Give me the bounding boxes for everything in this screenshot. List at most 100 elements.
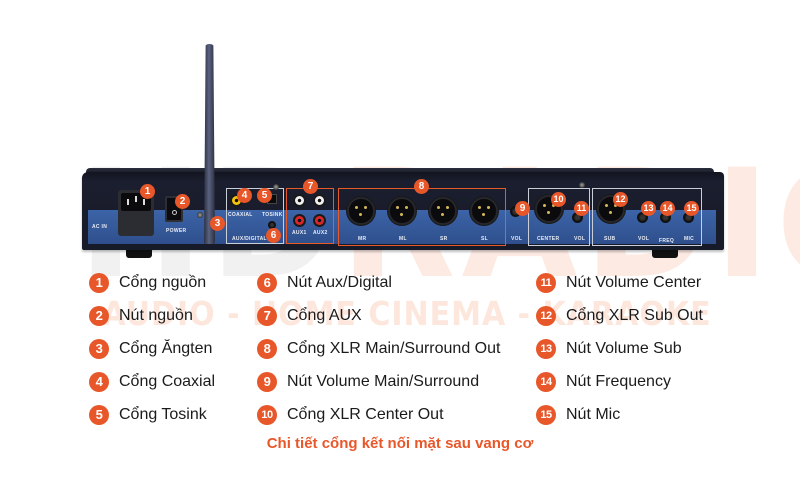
legend-item: 4 Cổng Coaxial bbox=[89, 365, 215, 398]
antenna bbox=[204, 44, 215, 244]
legend-number: 8 bbox=[257, 338, 277, 359]
screw bbox=[579, 182, 585, 188]
legend-label: Cổng nguồn bbox=[119, 273, 207, 291]
label-sub: SUB bbox=[604, 236, 616, 242]
legend-item: 5 Cổng Tosink bbox=[89, 398, 215, 431]
legend-number: 12 bbox=[536, 305, 556, 326]
legend-number: 9 bbox=[257, 371, 277, 392]
legend-label: Cổng XLR Main/Surround Out bbox=[287, 339, 501, 357]
callout-14: 14 bbox=[660, 201, 675, 216]
label-coaxial: COAXIAL bbox=[228, 212, 253, 218]
legend-number: 14 bbox=[536, 371, 556, 392]
sub-output-group bbox=[592, 188, 702, 246]
label-aux1: AUX1 bbox=[292, 230, 307, 236]
aux1-rca-white bbox=[293, 194, 306, 207]
legend-number: 11 bbox=[536, 272, 556, 293]
callout-15: 15 bbox=[684, 201, 699, 216]
legend-item: 2 Nút nguồn bbox=[89, 299, 215, 332]
legend-item: 3 Cổng Ăngten bbox=[89, 332, 215, 365]
legend-number: 4 bbox=[89, 371, 109, 392]
label-freq: FREQ bbox=[659, 238, 675, 244]
legend-label: Cổng Coaxial bbox=[119, 372, 216, 390]
screw bbox=[273, 184, 279, 190]
legend-column-3: 11 Nút Volume Center 12 Cổng XLR Sub Out 1… bbox=[536, 266, 703, 431]
watermark-tagline: AUDIO - HOME CINEMA - KARAOKE bbox=[102, 295, 712, 334]
label-aux-digital: AUX/DIGITAL AI bbox=[232, 236, 274, 242]
legend-item: 11 Nút Volume Center bbox=[536, 266, 703, 299]
legend-item: 1 Cổng nguồn bbox=[89, 266, 215, 299]
legend-label: Nút Aux/Digital bbox=[287, 273, 392, 291]
callout-12: 12 bbox=[613, 192, 628, 207]
xlr-port-ml bbox=[387, 196, 417, 226]
callout-2: 2 bbox=[175, 194, 190, 209]
callout-7: 7 bbox=[303, 179, 318, 194]
device-foot-right bbox=[652, 250, 678, 258]
label-mr: MR bbox=[358, 236, 367, 242]
callout-5: 5 bbox=[257, 188, 272, 203]
legend-number: 13 bbox=[536, 338, 556, 359]
label-aux2: AUX2 bbox=[313, 230, 328, 236]
label-sr: SR bbox=[440, 236, 448, 242]
callout-8: 8 bbox=[414, 179, 429, 194]
callout-3: 3 bbox=[210, 216, 225, 231]
device-foot-left bbox=[126, 250, 152, 258]
legend-item: 10 Cổng XLR Center Out bbox=[257, 398, 500, 431]
xlr-port-mr bbox=[346, 196, 376, 226]
label-mic: MIC bbox=[684, 236, 695, 242]
legend-label: Nút nguồn bbox=[119, 306, 193, 324]
callout-9: 9 bbox=[515, 201, 530, 216]
label-tosink: TOSINK bbox=[262, 212, 283, 218]
legend-item: 12 Cổng XLR Sub Out bbox=[536, 299, 703, 332]
callout-11: 11 bbox=[574, 201, 589, 216]
legend-label: Nút Volume Center bbox=[566, 273, 702, 291]
label-ac-in: AC IN bbox=[92, 224, 108, 230]
legend-label: Nút Volume Sub bbox=[566, 339, 682, 357]
center-output-group bbox=[528, 188, 590, 246]
callout-1: 1 bbox=[140, 184, 155, 199]
label-sl: SL bbox=[481, 236, 488, 242]
xlr-port-sub bbox=[596, 194, 626, 224]
legend-number: 1 bbox=[89, 272, 109, 293]
legend-item: 13 Nút Volume Sub bbox=[536, 332, 703, 365]
legend-label: Nút Volume Main/Surround bbox=[287, 372, 480, 390]
legend-label: Cổng AUX bbox=[287, 306, 362, 324]
callout-10: 10 bbox=[551, 192, 566, 207]
caption: Chi tiết cổng kết nối mặt sau vang cơ bbox=[266, 435, 534, 452]
legend-item: 9 Nút Volume Main/Surround bbox=[257, 365, 500, 398]
legend-item: 15 Nút Mic bbox=[536, 398, 703, 431]
digital-input-group bbox=[226, 188, 284, 244]
xlr-port-sr bbox=[428, 196, 458, 226]
label-power: POWER bbox=[166, 228, 187, 234]
screw bbox=[197, 212, 203, 218]
legend-label: Nút Mic bbox=[566, 405, 621, 423]
xlr-port-sl bbox=[469, 196, 499, 226]
callout-6: 6 bbox=[266, 228, 281, 243]
aux2-rca-red bbox=[313, 214, 326, 227]
label-vol-main: VOL bbox=[511, 236, 523, 242]
label-ml: ML bbox=[399, 236, 407, 242]
legend-item: 6 Nút Aux/Digital bbox=[257, 266, 500, 299]
device-rear-panel: AC IN POWER COAXIAL TOSINK AUX/DIGITAL A… bbox=[82, 172, 724, 250]
legend-label: Cổng Tosink bbox=[119, 405, 207, 423]
legend-number: 10 bbox=[257, 404, 277, 425]
callout-13: 13 bbox=[641, 201, 656, 216]
legend-label: Cổng XLR Center Out bbox=[287, 405, 444, 423]
legend-number: 3 bbox=[89, 338, 109, 359]
legend-item: 8 Cổng XLR Main/Surround Out bbox=[257, 332, 500, 365]
legend-label: Cổng XLR Sub Out bbox=[566, 306, 703, 324]
label-vol-sub: VOL bbox=[638, 236, 650, 242]
aux2-rca-white bbox=[313, 194, 326, 207]
legend-label: Cổng Ăngten bbox=[119, 339, 213, 357]
legend-number: 2 bbox=[89, 305, 109, 326]
label-center: CENTER bbox=[537, 236, 560, 242]
legend-number: 15 bbox=[536, 404, 556, 425]
legend-number: 6 bbox=[257, 272, 277, 293]
callout-4: 4 bbox=[237, 188, 252, 203]
label-vol-center: VOL bbox=[574, 236, 586, 242]
aux1-rca-red bbox=[293, 214, 306, 227]
legend-number: 5 bbox=[89, 404, 109, 425]
